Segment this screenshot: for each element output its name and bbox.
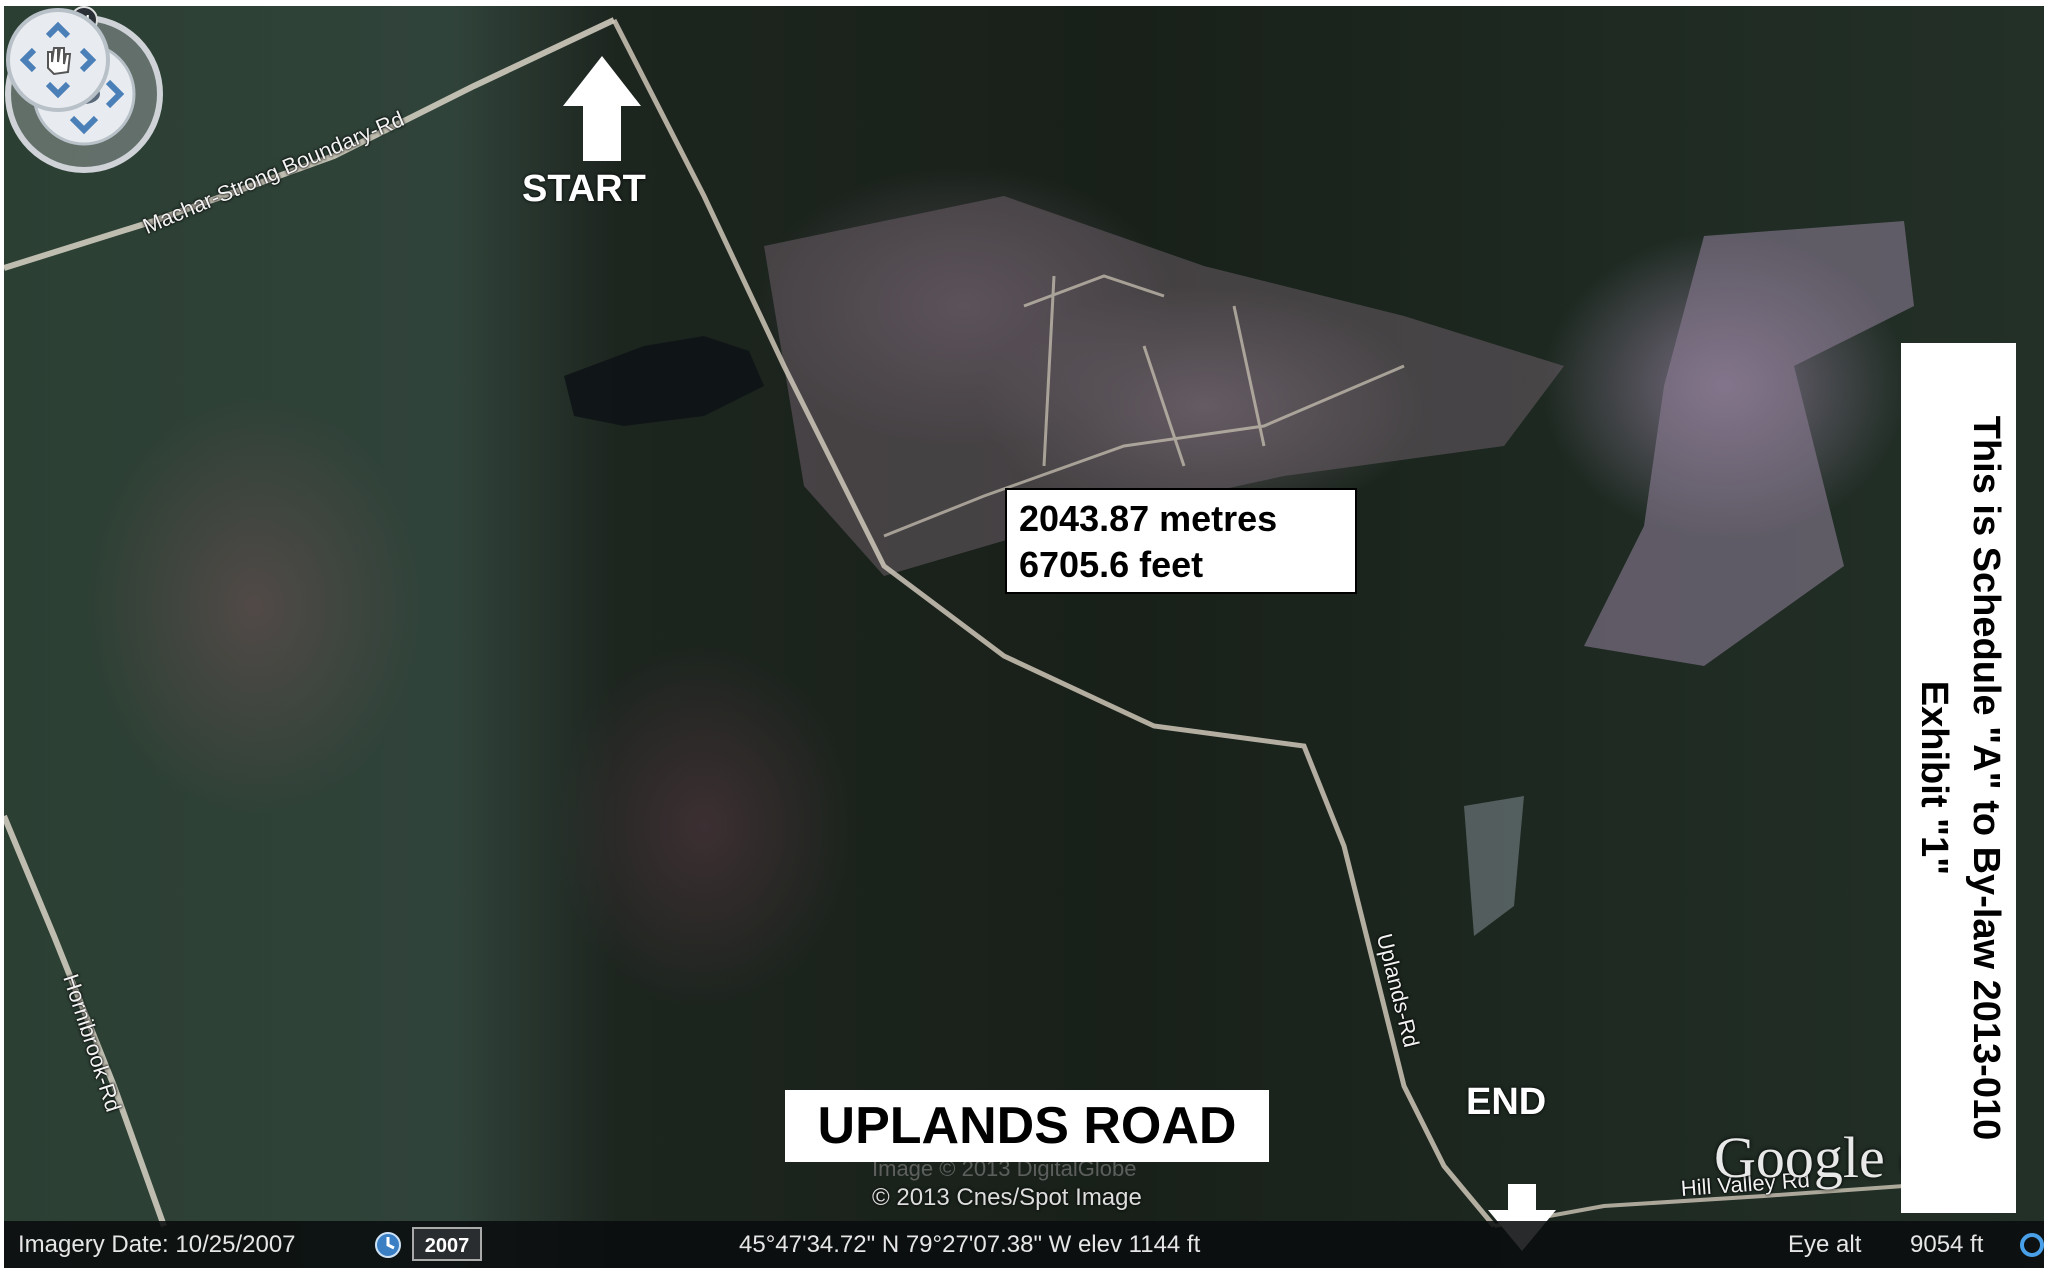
pan-right-icon[interactable] <box>79 47 97 73</box>
pan-up-icon[interactable] <box>45 21 71 39</box>
schedule-line-1: This is Schedule "A" to By-law 2013-010 <box>1965 415 2007 1141</box>
start-arrow-icon <box>563 56 641 161</box>
start-label: START <box>522 168 646 210</box>
distance-measurement-box: 2043.87 metres 6705.6 feet <box>1005 488 1357 594</box>
satellite-map[interactable]: Machar-Strong Boundary-Rd Hornibrook-Rd … <box>4 6 2044 1268</box>
hand-icon[interactable] <box>47 47 72 76</box>
cleared-area-east <box>1584 221 1914 666</box>
streaming-progress-icon <box>2020 1233 2044 1257</box>
schedule-label-box: This is Schedule "A" to By-law 2013-010 … <box>1901 343 2016 1213</box>
map-overlay <box>4 17 1914 1251</box>
pond <box>564 336 764 426</box>
imagery-date: Imagery Date: 10/25/2007 <box>18 1231 296 1258</box>
historical-imagery-clock-icon[interactable] <box>374 1231 402 1259</box>
uplands-road-line <box>611 18 1496 1228</box>
end-label: END <box>1466 1081 1547 1123</box>
cleared-area <box>764 196 1564 576</box>
coordinates-readout: 45°47'34.72" N 79°27'07.38" W elev 1144 … <box>739 1231 1201 1258</box>
road-title-box: UPLANDS ROAD <box>785 1090 1269 1162</box>
cleared-patch <box>1464 796 1524 936</box>
schedule-line-2: Exhibit "1" <box>1913 680 1955 876</box>
hornibrook-road-line <box>4 814 167 1228</box>
chevron-right-icon[interactable] <box>105 79 125 109</box>
eye-alt-label: Eye alt <box>1788 1231 1862 1258</box>
machar-strong-road-line <box>4 17 616 271</box>
distance-metres: 2043.87 metres <box>1019 498 1278 539</box>
distance-feet: 6705.6 feet <box>1019 544 1204 585</box>
imagery-year-button[interactable]: 2007 <box>412 1227 482 1261</box>
imagery-credit: © 2013 Cnes/Spot Image <box>872 1184 1142 1211</box>
status-bar: Imagery Date: 10/25/2007 2007 45°47'34.7… <box>4 1221 2044 1268</box>
pan-down-icon[interactable] <box>45 81 71 99</box>
end-arrow-icon <box>1488 1184 1556 1251</box>
schedule-label: This is Schedule "A" to By-law 2013-010 … <box>1901 343 2016 1213</box>
move-navigation-control[interactable] <box>4 6 112 114</box>
eye-alt-value: 9054 ft <box>1910 1231 1984 1258</box>
clearing-trail <box>883 274 1405 538</box>
pan-left-icon[interactable] <box>19 47 37 73</box>
chevron-down-icon[interactable] <box>69 115 99 135</box>
road-title: UPLANDS ROAD <box>817 1097 1237 1155</box>
